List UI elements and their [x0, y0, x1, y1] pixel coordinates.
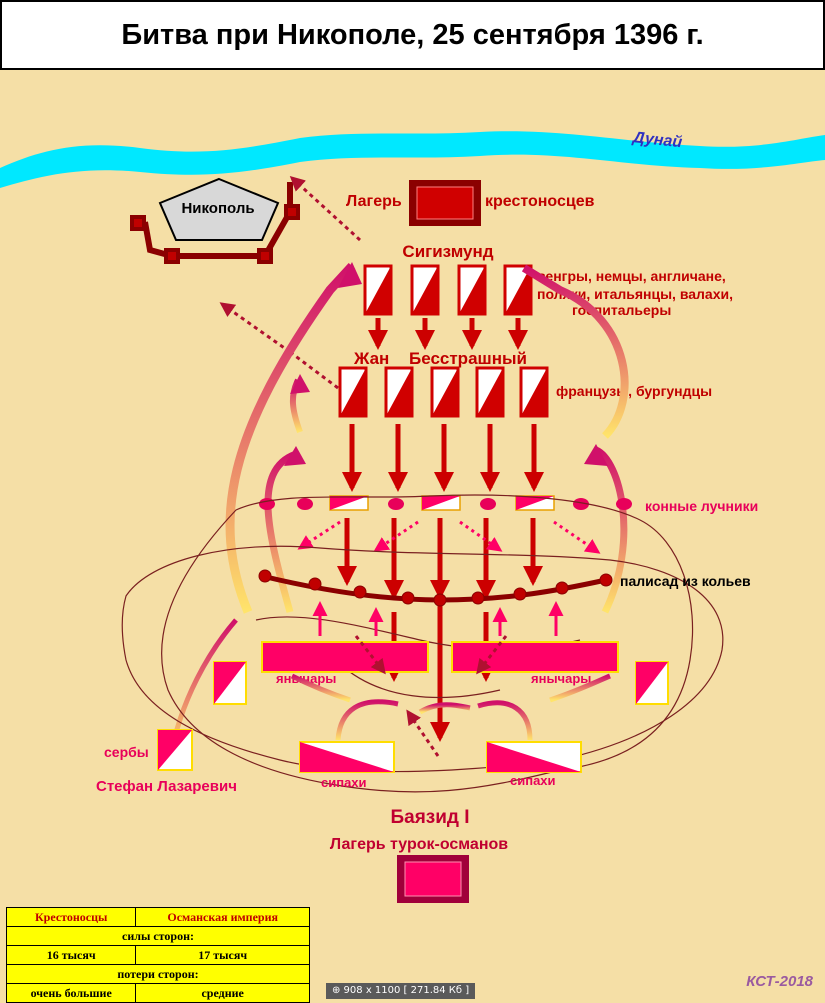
- sipahi-right: [486, 741, 582, 773]
- jean-label-1: Жан: [353, 349, 389, 368]
- palisade-stakes: [258, 569, 613, 607]
- ottoman-camp: [397, 855, 469, 903]
- stefan-label: Стефан Лазаревич: [96, 778, 237, 795]
- dotted-attack-arrows: [354, 635, 508, 757]
- janissaries-left: [261, 641, 429, 673]
- serb-unit: [157, 729, 193, 771]
- crusader-camp: [409, 180, 481, 226]
- crusader-camp-label-left: Лагерь: [346, 193, 402, 210]
- sigismund-troops-line2: поляки, итальянцы, валахи,: [537, 286, 733, 302]
- retreat-arrow: [289, 350, 339, 390]
- janissaries-left-label: янычары: [276, 671, 336, 686]
- serbs-label: сербы: [104, 744, 149, 760]
- ottoman-camp-label: Лагерь турок-османов: [330, 836, 508, 853]
- legend-losses-ottoman: средние: [135, 983, 310, 1003]
- ottoman-flank-left: [213, 661, 247, 705]
- sigismund-units: [363, 264, 533, 316]
- title-bar: Битва при Никополе, 25 сентября 1396 г.: [0, 0, 825, 70]
- legend-table: Крестоносцы Османская империя силы сторо…: [5, 907, 310, 1003]
- flank-curve-heads: [284, 262, 608, 466]
- horse-archers-label: конные лучники: [645, 498, 758, 514]
- bayezid-label: Баязид I: [390, 807, 469, 828]
- sipahi-right-label: сипахи: [510, 773, 556, 788]
- legend-forces-crusaders: 16 тысяч: [5, 945, 137, 965]
- flank-curves: [167, 262, 629, 761]
- advance-arrows-lower: [337, 424, 544, 742]
- sipahi-left-label: сипахи: [321, 775, 367, 790]
- author-signature: КСТ-2018: [746, 973, 813, 990]
- advance-arrows-upper: [368, 318, 528, 350]
- crusader-camp-label-right: крестоносцев: [485, 193, 595, 210]
- sipahi-left: [299, 741, 395, 773]
- legend-crusaders-header: Крестоносцы: [5, 907, 137, 927]
- legend-forces-ottoman: 17 тысяч: [135, 945, 310, 965]
- battle-map: Дунай Никополь Лагерь крестоносцев Сигиз…: [0, 129, 825, 903]
- janissary-fire-arrows: [312, 601, 564, 636]
- archer-dotted-arrows: [297, 520, 601, 554]
- jean-troops-label: французы, бургундцы: [556, 383, 712, 399]
- ottoman-flank-right: [635, 661, 669, 705]
- image-status-bar: ⊕ 908 x 1100 [ 271.84 Кб ]: [326, 983, 476, 999]
- river-label: Дунай: [630, 129, 683, 151]
- legend-losses-crusaders: очень большие: [5, 983, 137, 1003]
- jean-units: [338, 366, 549, 418]
- retreat-arrow: [219, 302, 291, 354]
- fortress-label: Никополь: [181, 200, 254, 217]
- horse-archers: [259, 495, 632, 511]
- janissaries-right: [451, 641, 619, 673]
- palisade-label: палисад из кольев: [620, 573, 751, 589]
- legend-forces-label: силы сторон:: [6, 926, 310, 946]
- sigismund-troops-line1: венгры, немцы, англичане,: [537, 268, 726, 284]
- jean-label-2: Бесстрашный: [409, 349, 527, 368]
- nicopolis-fortress: [130, 177, 300, 264]
- janissaries-right-label: янычары: [531, 671, 591, 686]
- page-title: Битва при Никополе, 25 сентября 1396 г.: [121, 18, 704, 51]
- sigismund-label: Сигизмунд: [402, 242, 493, 261]
- sipahi-curves: [290, 673, 611, 741]
- danube-river: [0, 131, 825, 188]
- legend-losses-label: потери сторон:: [6, 964, 310, 984]
- legend-ottoman-header: Османская империя: [135, 907, 310, 927]
